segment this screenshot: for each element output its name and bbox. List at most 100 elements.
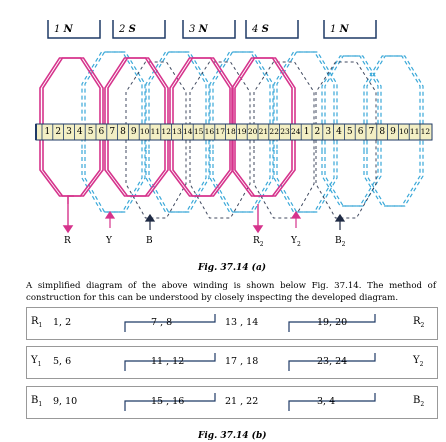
row-end-label: R2 (413, 316, 424, 329)
row-pair-3: 17 , 18 (225, 356, 259, 367)
row-connector-1 (124, 314, 216, 332)
slot-number: 21 (258, 127, 269, 136)
slot-number: 9 (390, 127, 396, 137)
b-coil (189, 61, 251, 219)
r-coil (231, 57, 293, 197)
b-phase-coils (125, 61, 377, 219)
slot-number: 12 (161, 127, 171, 136)
row-start-phase: R (31, 316, 39, 327)
r-coil (107, 57, 169, 197)
b-coil (253, 61, 315, 219)
row-connector-2 (288, 393, 376, 411)
row-pair-4: 3, 4 (317, 396, 336, 407)
slot-number: 7 (368, 127, 375, 137)
pole-label-4: 4 S (252, 24, 269, 35)
row-pair-1: 9, 10 (53, 396, 78, 407)
slot-number: 8 (379, 127, 386, 137)
pole-label-2: 2 S (119, 24, 136, 35)
row-pair-4: 23, 24 (317, 356, 348, 367)
row-connector-2 (288, 314, 376, 332)
slot-number: 4 (76, 127, 83, 137)
r-coil (234, 57, 296, 197)
row-start-label: R1 (31, 316, 42, 329)
y-coil (148, 51, 210, 213)
slot-number: 22 (269, 127, 279, 136)
slot-number: 12 (420, 127, 431, 136)
row-end-phase: B (413, 395, 421, 406)
row-pair-3: 21 , 22 (225, 396, 259, 407)
slot-number: 17 (215, 127, 225, 136)
winding-diagram (35, 20, 433, 234)
y-coil (209, 51, 271, 213)
row-end-sub: 2 (420, 322, 425, 329)
slot-number: 20 (247, 127, 258, 136)
row-connector-2 (288, 353, 376, 371)
slot-number: 8 (120, 127, 126, 137)
row-start-sub: 1 (38, 401, 43, 408)
row-connector-1 (124, 393, 216, 411)
r-coil (39, 57, 101, 197)
y-coil (324, 55, 382, 207)
row-start-label: B1 (31, 395, 42, 408)
pole-boxes (47, 20, 377, 39)
slot-number: 7 (109, 127, 116, 137)
row-pair-2: 15 , 16 (151, 396, 185, 407)
y-coil (321, 55, 379, 207)
y-coil (212, 51, 274, 213)
slot-number: 16 (204, 127, 215, 136)
terminal-y2: Y2 (291, 236, 301, 248)
slot-number: 10 (399, 127, 409, 136)
terminal-r1: R (64, 236, 71, 246)
terminal-arrows (62, 204, 264, 234)
slot-number: 18 (226, 127, 236, 136)
row-pair-3: 13 , 14 (225, 317, 259, 328)
row-pair-2: 11 , 12 (151, 356, 185, 367)
slot-number: 24 (291, 127, 301, 136)
y-terminal-arrows (104, 210, 302, 228)
row-pair-1: 5, 6 (53, 356, 72, 367)
pole-label-5: 1 N (330, 24, 349, 35)
slot-number: 1 (303, 127, 310, 137)
pole-label-3: 3 N (189, 24, 208, 35)
b-coil (315, 61, 377, 219)
y-coil (145, 51, 207, 213)
row-end-label: Y2 (413, 355, 423, 368)
row-start-sub: 1 (38, 322, 43, 329)
row-end-sub: 2 (420, 401, 425, 408)
row-pair-1: 1, 2 (53, 317, 72, 328)
slot-number: 23 (280, 127, 290, 136)
slot-number: 1 (44, 127, 51, 137)
figure-b-caption: Fig. 37.14 (b) (198, 431, 267, 441)
row-connector-1 (124, 353, 216, 371)
row-start-phase: B (31, 395, 39, 406)
figure-a-caption: Fig. 37.14 (a) (198, 263, 267, 273)
row-end-sub: 2 (419, 361, 424, 368)
b-coil (125, 61, 187, 219)
slot-number: 10 (139, 127, 150, 136)
row-start-label: Y1 (31, 355, 41, 368)
y-phase-coils (81, 51, 424, 213)
row-pair-2: 7 , 8 (151, 317, 173, 328)
slot-number: 3 (325, 127, 332, 137)
row-start-phase: Y (31, 355, 38, 366)
terminal-r2: R2 (253, 236, 264, 248)
slot-number: 2 (314, 127, 321, 137)
slot-number: 11 (150, 127, 161, 136)
r-coil (42, 57, 104, 197)
slot-number: 5 (87, 127, 94, 137)
slot-number: 6 (98, 127, 105, 137)
row-start-sub: 1 (37, 361, 42, 368)
y-coil (273, 51, 335, 213)
y-coil (81, 51, 143, 213)
row-end-phase: Y (413, 355, 420, 366)
description-paragraph: A simplified diagram of the above windin… (26, 281, 436, 303)
y-coil (363, 55, 421, 207)
r-coil (169, 57, 231, 197)
y-coil (276, 51, 338, 213)
slot-number: 4 (336, 127, 342, 137)
r-phase-coils (39, 57, 296, 204)
r-coil (172, 57, 234, 197)
